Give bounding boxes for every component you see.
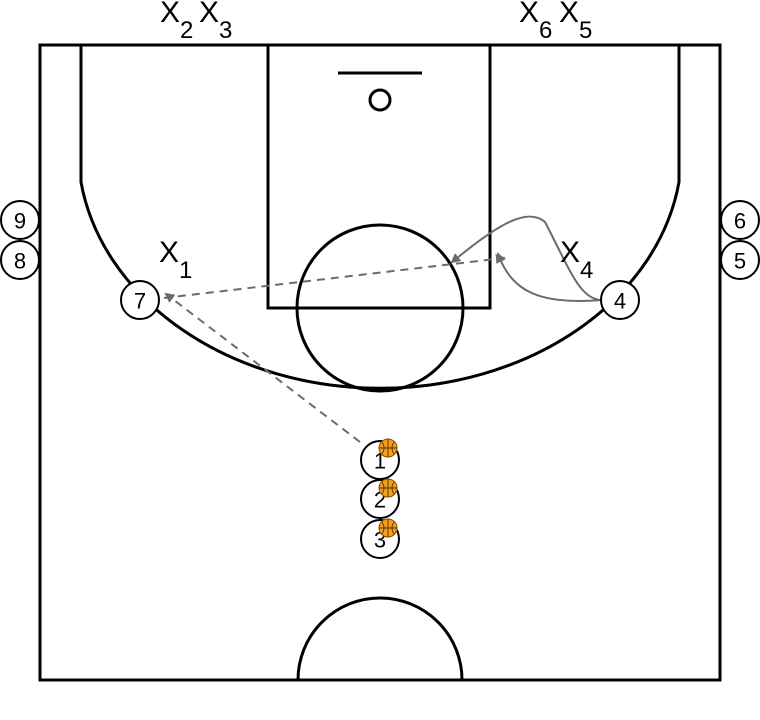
offense-player-9: 9: [0, 200, 40, 240]
court-boundary: [38, 43, 722, 682]
player-number: 7: [134, 289, 146, 314]
three-point-line: [79, 45, 681, 390]
defense-letter: X: [559, 0, 579, 29]
cut-line-4-to-lane: [450, 215, 603, 301]
player-number: 4: [614, 289, 626, 314]
pass-line-1-to-7: [164, 292, 361, 443]
basketball-icon: [378, 478, 398, 498]
hoop: [368, 88, 392, 112]
player-number: 8: [14, 249, 26, 274]
defense-x6: X 6: [519, 0, 552, 44]
player-number: 6: [734, 209, 746, 234]
defense-x1: X 1: [159, 236, 192, 284]
defense-number: 4: [580, 257, 593, 284]
defense-letter: X: [519, 0, 539, 29]
basketball-icon: [378, 438, 398, 458]
pass-line-7-to-4: [163, 253, 506, 299]
offense-player-4: 4: [600, 280, 640, 320]
defense-number: 1: [179, 257, 192, 284]
player-number: 5: [734, 249, 746, 274]
court-lines: [38, 43, 722, 682]
center-circle: [296, 596, 464, 681]
defense-x5: X 5: [559, 0, 592, 44]
player-number: 9: [14, 209, 26, 234]
defense-number: 3: [219, 17, 232, 44]
basketball-icon: [378, 518, 398, 538]
free-throw-circle: [295, 223, 465, 393]
defense-letter: X: [160, 0, 180, 29]
defense-number: 2: [180, 17, 193, 44]
offense-player-5: 5: [720, 240, 760, 280]
offense-player-8: 8: [0, 240, 40, 280]
defense-letter: X: [560, 236, 580, 269]
offense-player-6: 6: [720, 200, 760, 240]
offense-player-7: 7: [120, 280, 160, 320]
defense-letter: X: [159, 236, 179, 269]
cut-line-4-to-wing: [496, 252, 603, 302]
defense-x2: X 2: [160, 0, 193, 44]
defense-x3: X 3: [199, 0, 232, 44]
defense-letter: X: [199, 0, 219, 29]
key-lane: [266, 43, 492, 310]
defense-number: 6: [539, 17, 552, 44]
defense-number: 5: [579, 17, 592, 44]
defense-x4: X 4: [560, 236, 593, 284]
play-actions: [163, 215, 603, 443]
